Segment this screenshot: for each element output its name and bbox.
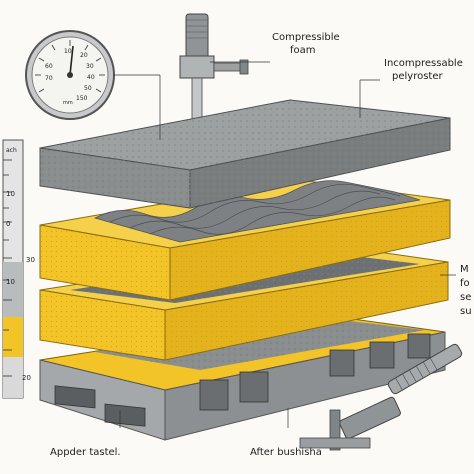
label-bottom-center: After bushisha	[250, 447, 322, 458]
gauge-number: 40	[87, 74, 95, 81]
gauge-number: 60	[45, 63, 53, 70]
gauge-number: 150	[76, 95, 88, 102]
pressure-gauge-icon: 10 20 30 40 50 60 70 150 mm	[25, 30, 115, 120]
concrete-slab	[39, 99, 451, 209]
gauge-number: 20	[80, 52, 88, 59]
ruler-tick-label: 10	[6, 190, 15, 198]
gauge-caption: mm	[63, 100, 73, 106]
measurement-ruler: ach 10 0 10 30 20	[2, 139, 35, 399]
ruler-tick-label: 0	[6, 220, 10, 228]
ruler-unit: ach	[6, 147, 17, 154]
press-probe-icon	[179, 13, 249, 138]
ruler-side-label: 30	[26, 256, 35, 264]
label-incompressible-line2: pelyroster	[392, 71, 443, 82]
leader-lines	[114, 61, 456, 428]
label-compressible-line2: foam	[290, 45, 316, 56]
gauge-number: 70	[45, 75, 53, 82]
label-compressible-line1: Compressible	[272, 32, 340, 43]
label-right-cut-1: M	[460, 264, 469, 275]
clamp-tool-icon	[299, 343, 463, 451]
ruler-bottom-label: 20	[22, 374, 31, 382]
label-right-cut-4: su	[460, 306, 472, 317]
label-right-cut-2: fo	[460, 278, 470, 289]
upper-foam-slab	[39, 179, 451, 301]
label-right-cut-3: se	[460, 292, 471, 303]
gauge-number: 30	[86, 63, 94, 70]
label-incompressible-line1: Incompressable	[384, 58, 463, 69]
gauge-number: 10	[64, 48, 72, 55]
ruler-tick-label: 10	[6, 278, 15, 286]
gauge-number: 50	[84, 85, 92, 92]
label-bottom-left: Appder tastel.	[50, 447, 121, 458]
